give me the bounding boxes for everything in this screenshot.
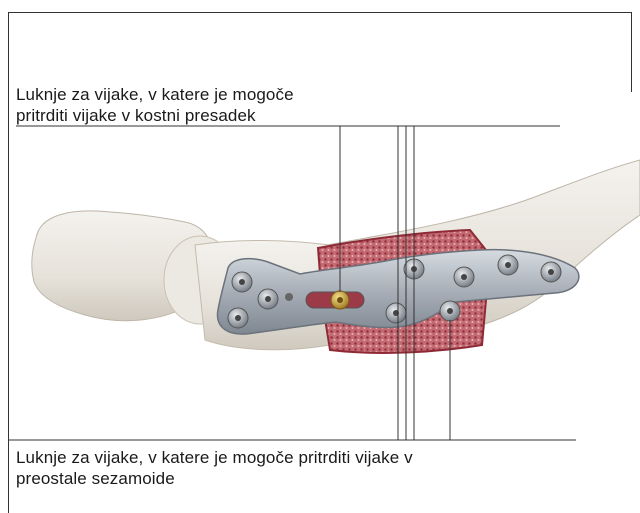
plate-pin-hole	[285, 293, 293, 301]
bottom-callout-line1: Luknje za vijake, v katere je mogoče pri…	[16, 447, 413, 468]
bottom-callout-label: Luknje za vijake, v katere je mogoče pri…	[16, 447, 413, 489]
bottom-callout-line2: preostale sezamoide	[16, 468, 413, 489]
top-callout-line2: pritrditi vijake v kostni presadek	[16, 105, 294, 126]
top-callout-label: Luknje za vijake, v katere je mogoče pri…	[16, 84, 294, 126]
top-callout-line1: Luknje za vijake, v katere je mogoče	[16, 84, 294, 105]
